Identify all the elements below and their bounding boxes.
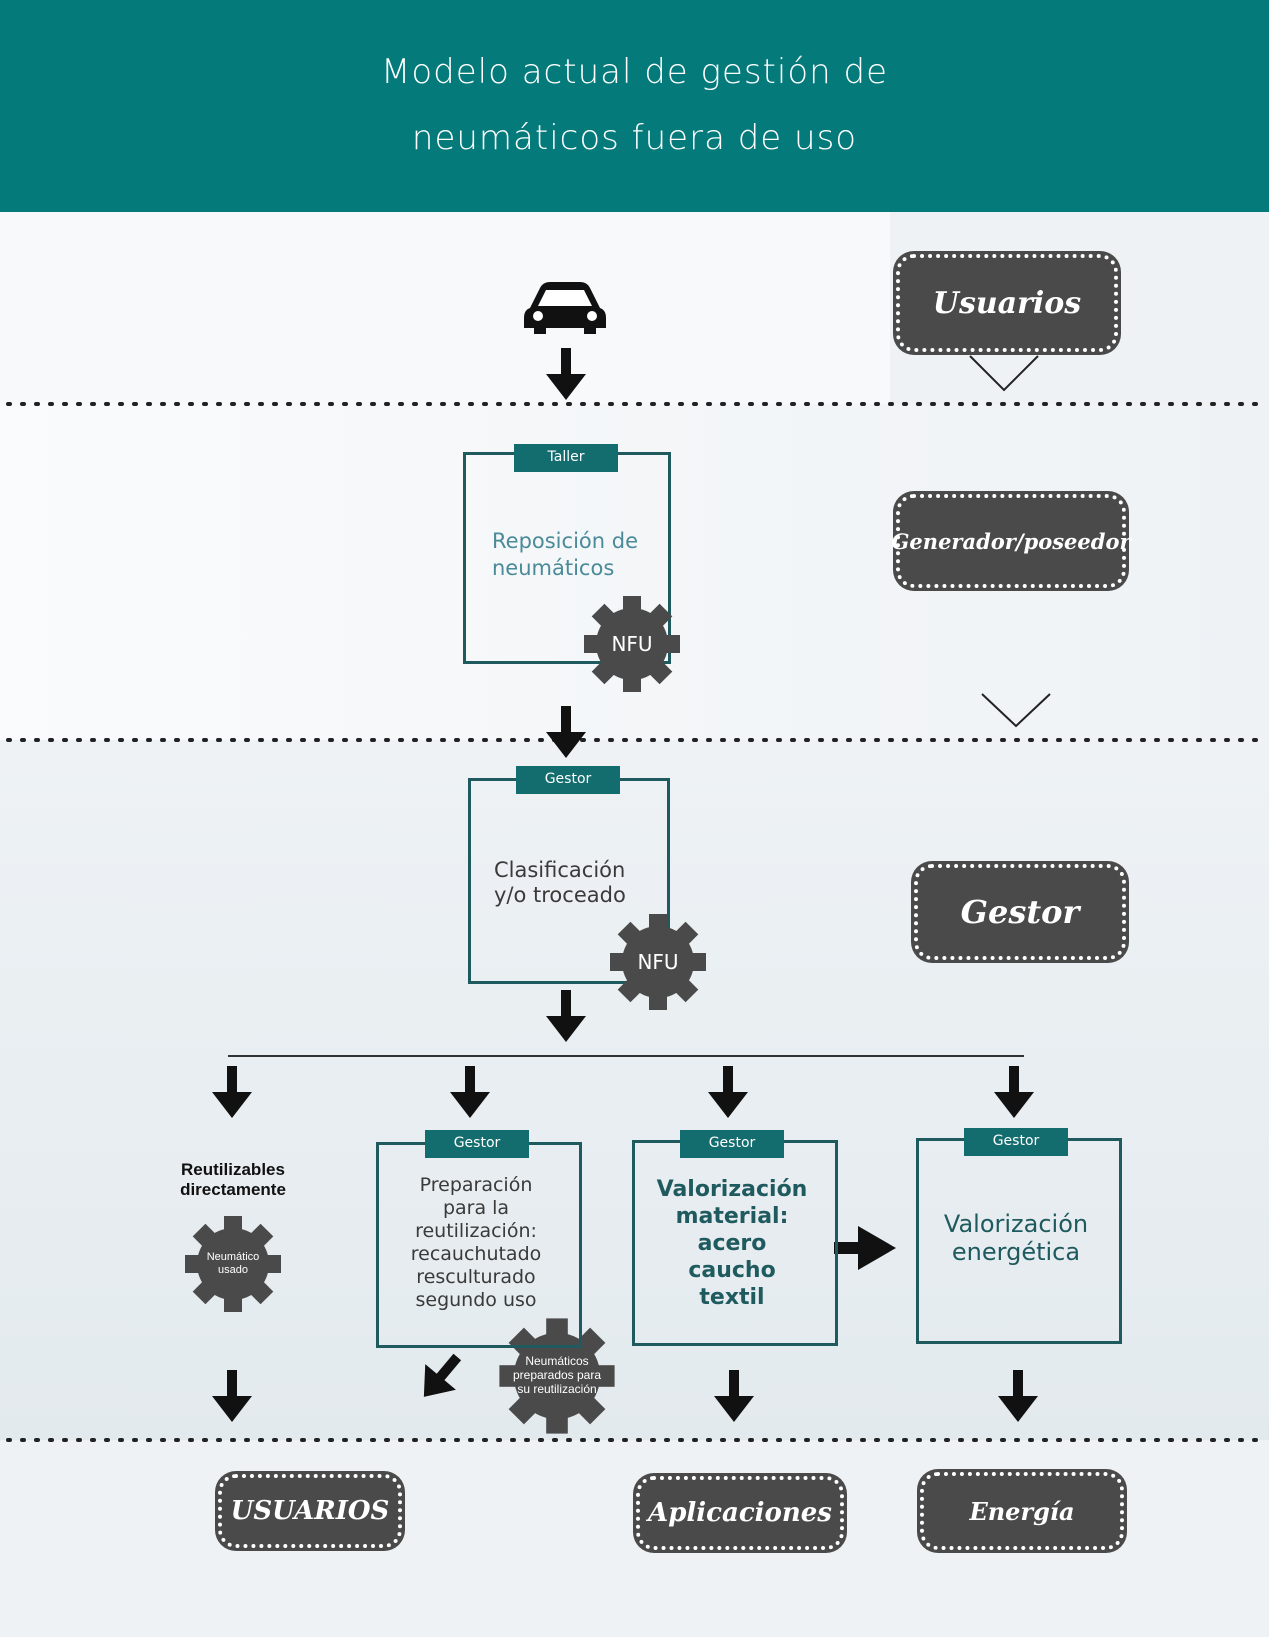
material-line: Valorización (656, 1177, 808, 1202)
output-usuarios: USUARIOS (218, 1474, 402, 1548)
gear-neumatico-usado: Neumático usado (197, 1228, 269, 1300)
energetica-tag: Gestor (964, 1128, 1068, 1156)
role-generador: Generador/poseedor (892, 494, 1131, 588)
preparacion-text: Preparación para la reutilización: recau… (376, 1174, 576, 1312)
gear-label-line: Neumático (206, 1251, 260, 1263)
role-gestor: Gestor (914, 864, 1126, 960)
material-line: textil (699, 1285, 765, 1310)
preparacion-line: Preparación (419, 1174, 533, 1196)
energetica-text: Valorización energética (916, 1210, 1116, 1266)
title-line-2: neumáticos fuera de uso (411, 118, 858, 158)
material-line: caucho (688, 1258, 776, 1283)
gear-neumaticos-preparados: Neumáticos preparados para su reutilizac… (496, 1330, 618, 1420)
title-line-1: Modelo actual de gestión de (381, 52, 888, 92)
material-text: Valorización material: acero caucho text… (632, 1176, 832, 1311)
preparacion-line: para la (442, 1197, 510, 1219)
gestor-tag: Gestor (516, 766, 620, 794)
preparacion-line: segundo uso (415, 1289, 537, 1311)
material-line: acero (697, 1231, 767, 1256)
clasificacion-line-2: y/o troceado (494, 883, 626, 907)
gear-nfu-gestor: NFU (622, 926, 694, 998)
gear-nfu-label: NFU (637, 950, 679, 974)
reutilizables-line-1: Reutilizables (181, 1160, 285, 1179)
gear-label-line: usado (218, 1264, 248, 1276)
preparacion-line: reutilización: (415, 1220, 537, 1242)
output-energia: Energía (920, 1472, 1124, 1550)
chevron-down-icon (981, 693, 1051, 728)
arrow-right-icon (834, 1226, 896, 1270)
arrow-diagonal-icon (423, 1353, 462, 1397)
material-line: material: (675, 1204, 789, 1229)
material-tag: Gestor (680, 1130, 784, 1158)
taller-tag: Taller (514, 444, 618, 472)
preparacion-tag: Gestor (425, 1130, 529, 1158)
gear-label-line: su reutilización (517, 1382, 597, 1396)
output-aplicaciones: Aplicaciones (636, 1476, 844, 1550)
car-icon (524, 282, 606, 334)
chevron-down-icon (969, 355, 1039, 392)
energetica-line: energética (951, 1238, 1081, 1266)
clasificacion-line-1: Clasificación (494, 858, 626, 882)
reutilizables-line-2: directamente (180, 1180, 286, 1199)
band-usuarios (0, 212, 890, 404)
reutilizables-label: Reutilizables directamente (160, 1160, 306, 1200)
preparacion-line: resculturado (416, 1266, 536, 1288)
energetica-line: Valorización (943, 1210, 1089, 1238)
taller-text: Reposición de neumáticos (492, 529, 638, 580)
role-usuarios: Usuarios (896, 254, 1118, 352)
gear-nfu-label: NFU (611, 632, 653, 656)
gear-nfu-taller: NFU (596, 608, 668, 680)
gear-label-line: Neumáticos (525, 1354, 589, 1368)
title-banner: Modelo actual de gestión de neumáticos f… (0, 0, 1269, 212)
preparacion-line: recauchutado (410, 1243, 542, 1265)
gear-label-line: preparados para (512, 1368, 602, 1382)
